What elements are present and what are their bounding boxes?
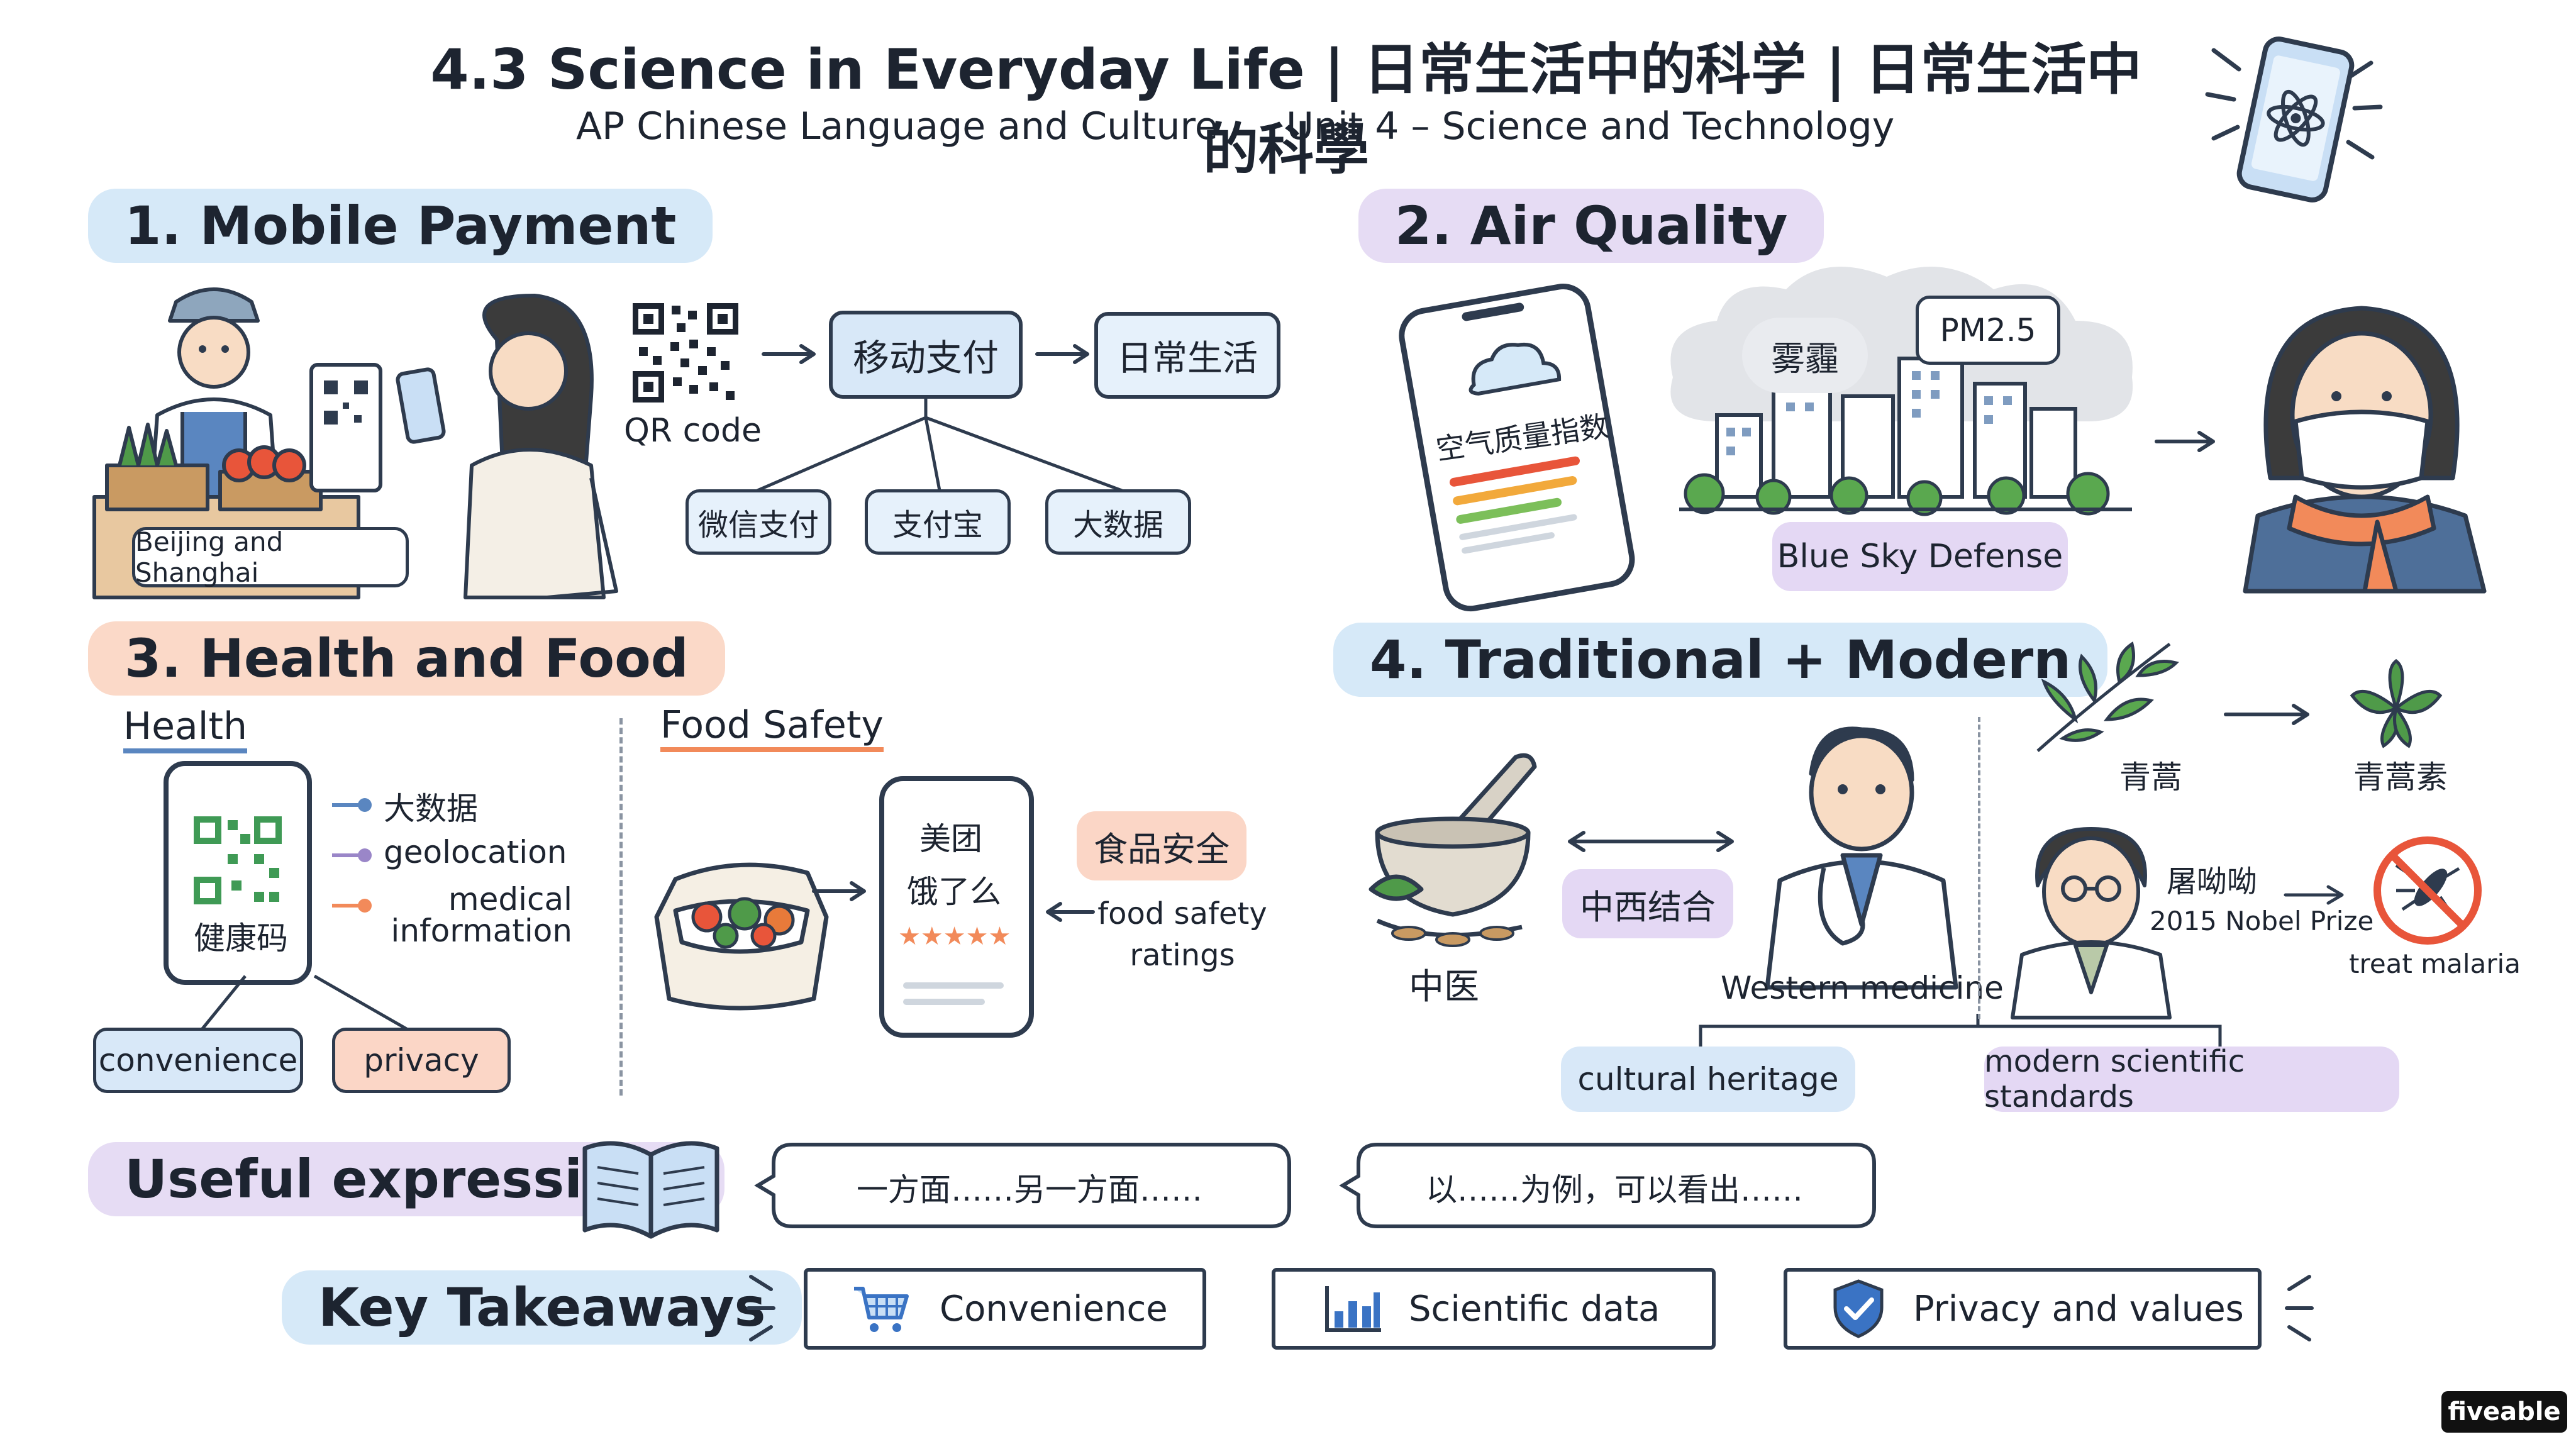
shield-icon — [1833, 1279, 1884, 1338]
scientist-name: 屠呦呦 — [2167, 864, 2258, 899]
cart-icon — [854, 1287, 909, 1332]
smog-label: 雾霾 — [1742, 318, 1868, 393]
health-label: Health — [123, 704, 248, 753]
health-code-label: 健康码 — [194, 920, 288, 957]
course-subtitle: AP Chinese Language and Culture — [576, 104, 1218, 148]
expression-1: 一方面……另一方面…… — [857, 1172, 1202, 1208]
health-code-phone — [164, 761, 312, 985]
sparkle-right-icon — [2285, 1275, 2314, 1341]
mortar-pestle-illustration — [1368, 753, 1537, 947]
leaf-icon — [2350, 658, 2443, 748]
brand-logo: fiveable — [2441, 1391, 2567, 1433]
herb-plant-icon — [2036, 641, 2179, 752]
modern-standards-tag: modern scientific standards — [1984, 1044, 2399, 1114]
integration-tag: 中西结合 — [1562, 869, 1733, 938]
sparkle-left-icon — [747, 1275, 775, 1341]
pm25-label: PM2.5 — [1916, 296, 2060, 365]
tcm-label: 中医 — [1409, 967, 1479, 1008]
doctor-illustration — [1765, 726, 1958, 990]
wechat-pay-box: 微信支付 — [686, 489, 831, 555]
key-takeaways-heading: Key Takeaways — [282, 1270, 802, 1345]
daily-life-box: 日常生活 — [1094, 312, 1280, 399]
unit-subtitle: Unit 4 – Science and Technology — [1286, 104, 1895, 148]
takeaway-scientific-data: Scientific data — [1272, 1268, 1716, 1350]
bar-chart-icon — [1325, 1286, 1381, 1332]
scientist-illustration — [2011, 827, 2172, 1019]
takeaway-scientific-data-label: Scientific data — [1409, 1288, 1660, 1330]
masked-person-illustration — [2243, 306, 2487, 594]
food-safety-tag: 食品安全 — [1077, 811, 1246, 880]
arrow-icon — [812, 881, 866, 901]
bullet-dots — [332, 798, 372, 913]
arrow-left-icon — [1046, 902, 1095, 922]
big-data-box: 大数据 — [1045, 489, 1191, 555]
qr-code-icon — [633, 303, 738, 402]
smog-city-illustration — [1670, 267, 2133, 516]
alipay-box: 支付宝 — [865, 489, 1011, 555]
page-title: 4.3 Science in Everyday Life | 日常生活中的科学 … — [430, 37, 2142, 182]
herb-label: 青蒿 — [2119, 759, 2182, 796]
food-safety-label: Food Safety — [660, 703, 884, 752]
market-sign: Beijing and Shanghai — [132, 526, 409, 588]
section2-heading: 2. Air Quality — [1358, 189, 1824, 263]
arrow-icon — [1035, 344, 1089, 364]
speech-bubble-1 — [754, 1143, 1291, 1228]
food-safety-ratings: food safety ratings — [1097, 896, 1267, 973]
arrow-icon — [762, 344, 816, 364]
section4-heading: 4. Traditional + Modern — [1333, 623, 2108, 697]
takeaway-convenience-label: Convenience — [940, 1288, 1168, 1330]
takeaway-convenience: Convenience — [804, 1268, 1206, 1350]
mobile-payment-box: 移动支付 — [829, 311, 1023, 399]
section1-heading: 1. Mobile Payment — [88, 189, 713, 263]
speech-bubble-2 — [1339, 1143, 1876, 1228]
rating-stars: ★★★★★ — [898, 922, 1011, 951]
bullet-geolocation: geolocation — [384, 834, 567, 870]
section3-heading: 3. Health and Food — [88, 621, 725, 696]
section4-divider — [1978, 717, 1980, 1019]
health-branch-lines — [200, 974, 410, 1032]
western-medicine-label: Western medicine — [1721, 970, 2004, 1006]
no-mosquito-icon — [2373, 836, 2482, 945]
bullet-medical-information: medical information — [391, 881, 572, 949]
expression-2: 以……为例，可以看出…… — [1426, 1172, 1803, 1208]
arrow-icon — [2284, 885, 2344, 905]
takeaway-privacy-label: Privacy and values — [1913, 1288, 2244, 1330]
arrow-icon — [2155, 431, 2215, 452]
nobel-prize-label: 2015 Nobel Prize — [2150, 906, 2374, 936]
bullet-big-data: 大数据 — [384, 791, 478, 827]
treat-malaria-label: treat malaria — [2349, 948, 2521, 979]
app-meituan: 美团 — [919, 821, 982, 857]
blue-sky-defense-banner: Blue Sky Defense — [1772, 522, 2068, 591]
book-icon — [582, 1141, 719, 1239]
section-divider — [619, 718, 623, 1096]
aqi-phone-illustration — [1399, 284, 1635, 612]
qr-code-label: QR code — [624, 412, 762, 450]
phone-atom-icon — [2205, 36, 2383, 203]
app-eleme: 饿了么 — [907, 874, 1001, 910]
convenience-box: convenience — [93, 1028, 303, 1093]
artemisinin-label: 青蒿素 — [2353, 759, 2448, 796]
food-app-phone — [879, 776, 1034, 1038]
branch-connectors — [757, 399, 1123, 492]
takeaway-privacy: Privacy and values — [1784, 1268, 2262, 1350]
double-arrow-icon — [1568, 831, 1734, 852]
privacy-box: privacy — [332, 1028, 511, 1093]
cultural-heritage-tag: cultural heritage — [1561, 1046, 1855, 1112]
arrow-icon — [2224, 704, 2309, 725]
takeout-box-illustration — [654, 862, 829, 1011]
